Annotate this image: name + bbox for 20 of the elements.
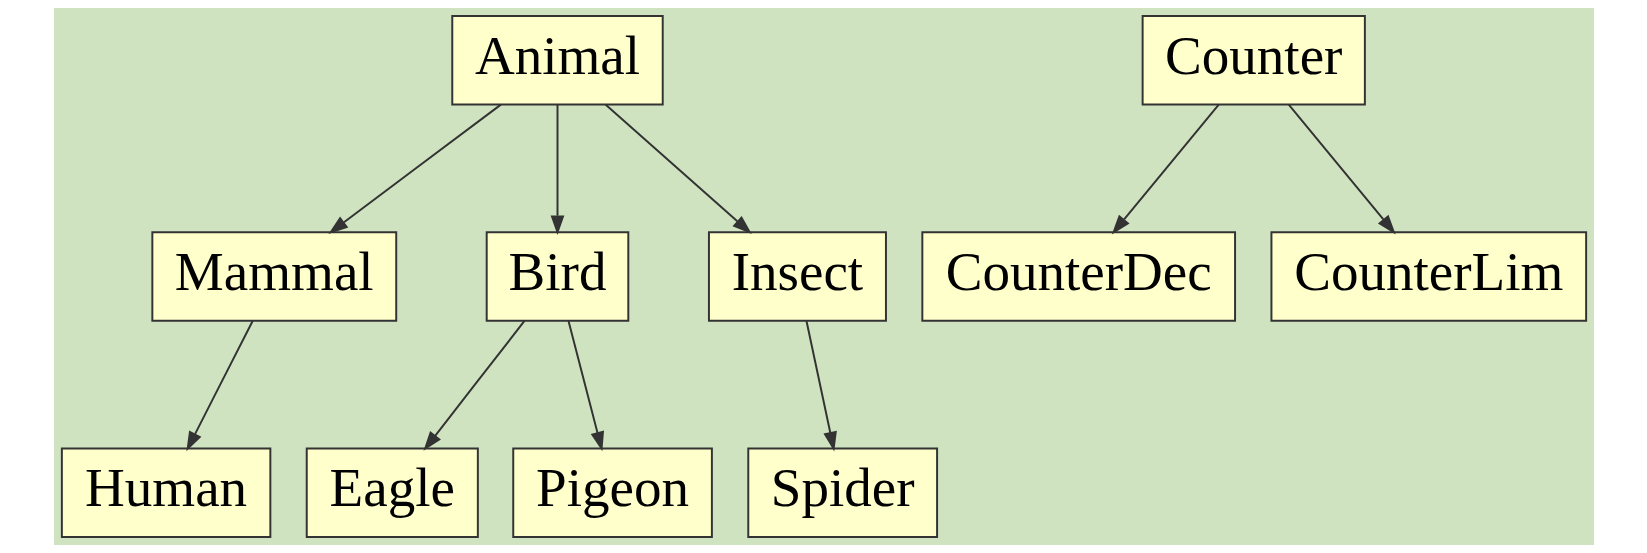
arrow: [550, 103, 564, 236]
node-box: Animal: [450, 14, 664, 106]
node-box: Bird: [485, 231, 629, 322]
node-box: Human: [60, 447, 271, 539]
arrow: [422, 319, 525, 451]
arrow: [604, 103, 752, 235]
node-box: CounterLim: [1269, 231, 1587, 322]
node-box: Counter: [1141, 14, 1366, 106]
arrow: [567, 319, 604, 452]
node-box: Mammal: [150, 231, 397, 322]
arrow: [805, 319, 837, 452]
arrow: [1111, 103, 1220, 235]
node-box: Pigeon: [511, 447, 713, 539]
node-box: Spider: [746, 447, 938, 539]
arrow: [1287, 103, 1396, 235]
arrow: [327, 103, 502, 234]
node-box: Insect: [707, 231, 887, 322]
node-box: Eagle: [305, 447, 479, 539]
arrow: [185, 319, 254, 452]
node-box: CounterDec: [920, 231, 1236, 322]
